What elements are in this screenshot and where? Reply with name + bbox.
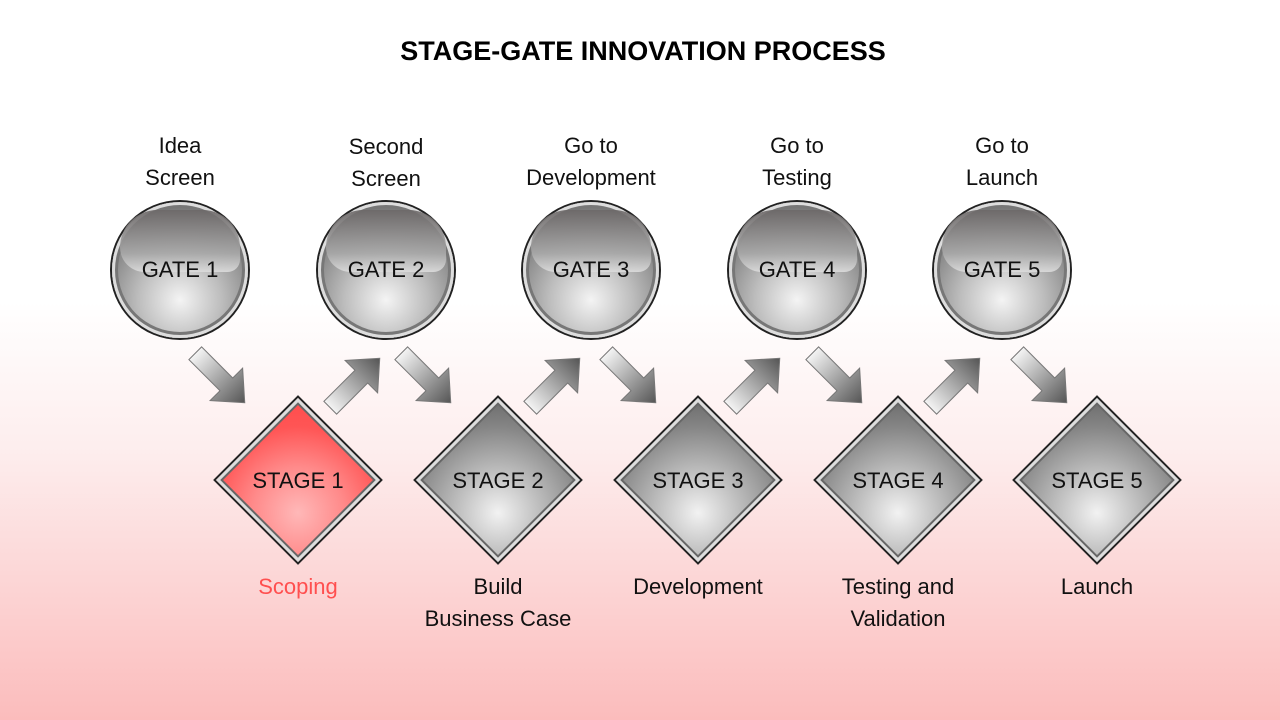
arrow-up-icon (923, 357, 981, 415)
stage-caption-line: Testing and (841, 574, 955, 599)
arrow-down-icon (394, 346, 452, 404)
gate-caption-line: Development (526, 165, 656, 190)
page-title: STAGE-GATE INNOVATION PROCESS (400, 36, 886, 66)
stage-label: STAGE 3 (652, 468, 744, 493)
stage-label: STAGE 1 (252, 468, 344, 493)
arrow-up-icon (723, 357, 781, 415)
gate-caption-line: Second (348, 134, 424, 159)
stage-caption-line: Development (633, 574, 763, 599)
gate-circle[interactable]: GATE 3 (523, 202, 659, 338)
stage-caption: Launch (987, 571, 1207, 603)
gate-caption-line: Go to (564, 133, 618, 158)
arrow-up-icon (323, 357, 381, 415)
stage-caption: Scoping (188, 571, 408, 603)
gate-circle[interactable]: GATE 2 (318, 202, 454, 338)
gate-circle[interactable]: GATE 4 (729, 202, 865, 338)
arrow-up-icon (523, 357, 581, 415)
gate-label: GATE 2 (347, 257, 425, 282)
stage-caption-line: Validation (850, 606, 946, 631)
gate-caption: Go to Development (491, 130, 691, 194)
gate-caption-line: Go to (975, 133, 1029, 158)
arrow-down-icon (188, 346, 246, 404)
stage-caption: Development (588, 571, 808, 603)
stage-caption-line: Launch (1060, 574, 1134, 599)
gate-caption-line: Idea (158, 133, 202, 158)
gate-label: GATE 5 (963, 257, 1041, 282)
gate-caption-line: Testing (762, 165, 832, 190)
gate-caption-line: Screen (351, 166, 421, 191)
stage-caption-line: Build (473, 574, 523, 599)
arrow-down-icon (599, 346, 657, 404)
stage-caption-line: Business Case (424, 606, 572, 631)
gate-caption: Go to Testing (697, 130, 897, 194)
arrow-down-icon (805, 346, 863, 404)
stage-label: STAGE 4 (852, 468, 944, 493)
stage-caption-line: Scoping (258, 574, 338, 599)
gate-caption-line: Go to (770, 133, 824, 158)
gate-caption: Go to Launch (902, 130, 1102, 194)
stage-label: STAGE 2 (452, 468, 544, 493)
gate-circle[interactable]: GATE 5 (934, 202, 1070, 338)
gate-caption-line: Launch (965, 165, 1039, 190)
gate-label: GATE 3 (552, 257, 630, 282)
stage-label: STAGE 5 (1051, 468, 1143, 493)
gate-label: GATE 1 (141, 257, 219, 282)
arrow-down-icon (1010, 346, 1068, 404)
gate-caption-line: Screen (145, 165, 215, 190)
gate-label: GATE 4 (758, 257, 836, 282)
gate-circle[interactable]: GATE 1 (112, 202, 248, 338)
